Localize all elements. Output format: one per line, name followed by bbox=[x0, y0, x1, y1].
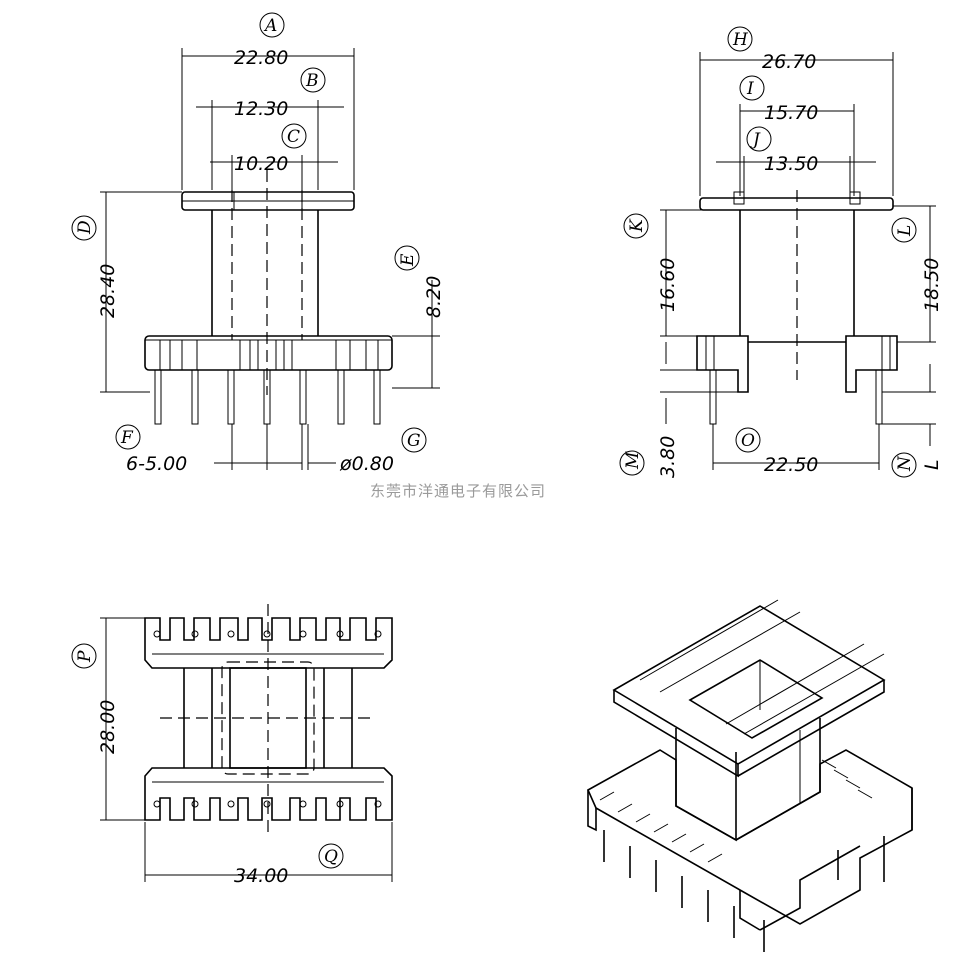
callout-I: I bbox=[746, 79, 754, 99]
top-view-holes bbox=[153, 630, 382, 808]
callout-G: G bbox=[407, 431, 421, 451]
dim-P-value: 28.00 bbox=[97, 700, 119, 754]
company-watermark: 东莞市洋通电子有限公司 bbox=[370, 482, 546, 500]
callout-F: F bbox=[120, 428, 134, 448]
callout-N: N bbox=[895, 455, 915, 472]
dim-O-value: 22.50 bbox=[764, 454, 818, 476]
callout-J: J bbox=[750, 130, 761, 150]
dim-D-value: 28.40 bbox=[97, 264, 119, 318]
dim-H-value: 26.70 bbox=[762, 51, 816, 73]
dim-A-value: 22.80 bbox=[234, 47, 288, 69]
callout-H: H bbox=[732, 30, 749, 50]
dim-L-value: 18.50 bbox=[921, 258, 943, 312]
callout-B: B bbox=[305, 71, 319, 91]
dim-G-value: ø0.80 bbox=[339, 453, 394, 475]
side-view: 26.70 H 15.70 I 13.50 J 16.60 K 18.50 L bbox=[619, 26, 943, 478]
callout-M: M bbox=[623, 451, 643, 470]
dim-J-value: 13.50 bbox=[764, 153, 818, 175]
callout-K: K bbox=[627, 218, 647, 233]
dim-B-value: 12.30 bbox=[234, 98, 288, 120]
callout-D: D bbox=[75, 220, 95, 235]
callout-A: A bbox=[263, 16, 277, 36]
callout-Q: Q bbox=[324, 847, 338, 867]
dim-M-value: 3.80 bbox=[657, 436, 679, 478]
front-view: 22.80 A 12.30 B 10.20 C 28.40 D 8.20 E bbox=[71, 12, 445, 475]
callout-E: E bbox=[398, 253, 418, 267]
dim-I-value: 15.70 bbox=[764, 102, 818, 124]
dim-K-value: 16.60 bbox=[657, 258, 679, 312]
top-view: 28.00 P 34.00 Q bbox=[71, 604, 393, 887]
callout-C: C bbox=[287, 127, 300, 147]
dim-L-small: L bbox=[921, 459, 943, 470]
dim-Q-value: 34.00 bbox=[234, 865, 288, 887]
callout-L: L bbox=[895, 225, 915, 237]
callout-P: P bbox=[75, 650, 95, 663]
dim-C-value: 10.20 bbox=[234, 153, 288, 175]
dim-E-value: 8.20 bbox=[423, 276, 445, 318]
callout-O: O bbox=[741, 431, 755, 451]
isometric-view bbox=[586, 599, 913, 952]
dim-F-value: 6-5.00 bbox=[126, 453, 187, 475]
isometric-pins bbox=[603, 830, 885, 952]
